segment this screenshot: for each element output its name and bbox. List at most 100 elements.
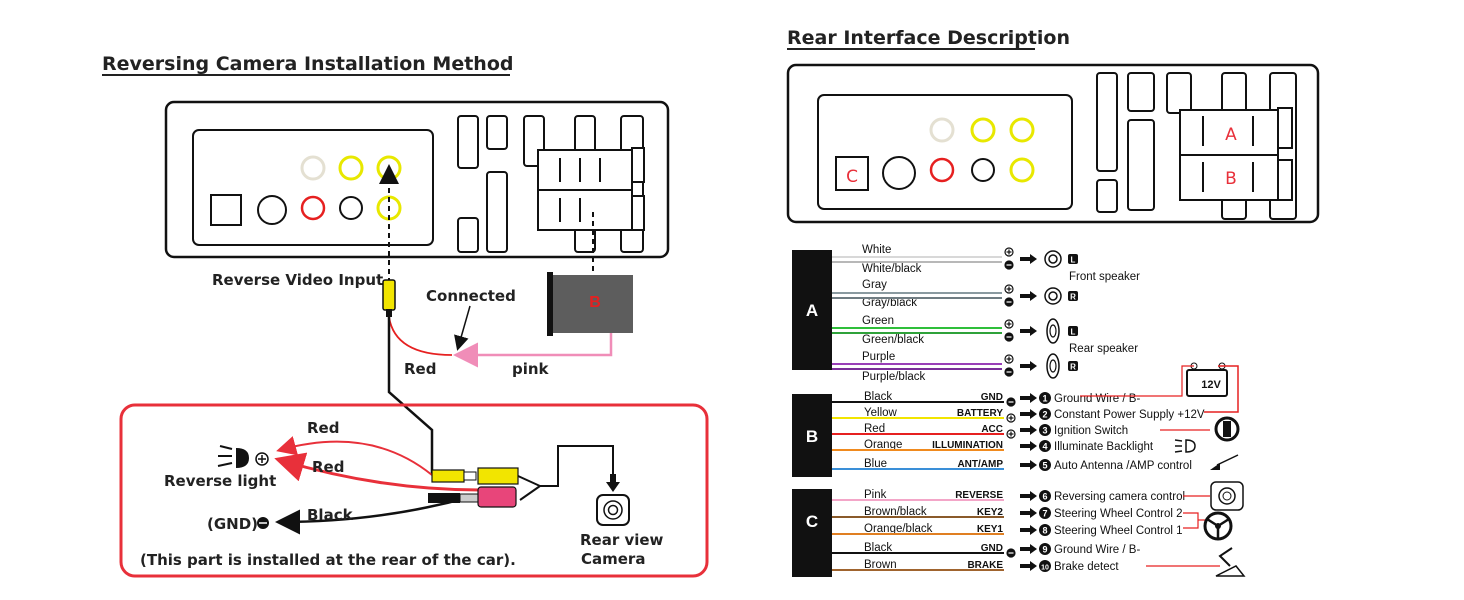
arrow-icon-a-0 <box>1020 254 1037 264</box>
speaker-mark-2: L <box>1071 328 1076 337</box>
function-b-4: Auto Antenna /AMP control <box>1054 460 1192 472</box>
number-c-0: 6 <box>1042 492 1047 502</box>
red-wire-label: Red <box>404 360 436 378</box>
wire-b-tag-1: BATTERY <box>957 408 1003 419</box>
group-a-block <box>792 250 832 370</box>
arrow-icon-c-1 <box>1020 508 1037 518</box>
panel-a-label: A <box>1225 125 1237 145</box>
wire-b-label-3: Orange <box>864 439 902 451</box>
group-c-block <box>792 489 832 577</box>
wire-c-tag-1: KEY2 <box>977 507 1004 518</box>
wire-a-label-7: Purple/black <box>862 371 926 383</box>
number-b-2: 3 <box>1042 426 1047 436</box>
speaker-inner-icon-a-1 <box>1048 291 1058 301</box>
connected-label: Connected <box>426 287 516 305</box>
wire-b-label-0: Black <box>864 391 892 403</box>
arrow-icon-b-3 <box>1020 441 1037 451</box>
number-badge-c-0 <box>1039 490 1051 502</box>
rca-plug-icon <box>382 279 396 317</box>
wire-a-label-3: Gray/black <box>862 297 917 309</box>
right-title: Rear Interface Description <box>787 27 1070 49</box>
number-c-2: 8 <box>1042 526 1047 536</box>
speaker-mark-box-0 <box>1068 254 1078 264</box>
group-c-label: C <box>806 512 818 531</box>
wire-b-label-4: Blue <box>864 458 887 470</box>
function-c-2: Steering Wheel Control 1 <box>1054 525 1182 537</box>
function-b-3: Illuminate Backlight <box>1054 441 1154 453</box>
reverse-light-label: Reverse light <box>164 472 276 490</box>
reverse-video-input-label: Reverse Video Input <box>212 271 383 289</box>
wire-c-label-3: Black <box>864 542 892 554</box>
number-c-1: 7 <box>1042 509 1047 519</box>
number-badge-b-0 <box>1039 392 1051 404</box>
wire-a-label-1: White/black <box>862 263 922 275</box>
wire-a-label-4: Green <box>862 315 894 327</box>
swc-link <box>1183 512 1199 529</box>
speaker-mark-0: L <box>1071 256 1076 265</box>
arrow-icon-a-1 <box>1020 291 1037 301</box>
speaker-mark-3: R <box>1070 363 1076 372</box>
wire-a-label-0: White <box>862 244 891 256</box>
group-a-label: A <box>806 301 818 320</box>
red-label-1: Red <box>307 419 339 437</box>
rear-view-camera-icon <box>596 494 630 526</box>
wire-b-label-2: Red <box>864 423 885 435</box>
brake-pedal-icon <box>1215 547 1246 577</box>
number-b-3: 4 <box>1042 442 1047 452</box>
arrow-icon-b-0 <box>1020 393 1037 403</box>
speaker-inner-icon-a-0 <box>1048 254 1058 264</box>
rear-view-label-1: Rear view <box>580 531 664 549</box>
number-badge-b-4 <box>1039 459 1051 471</box>
wire-a-label-2: Gray <box>862 279 887 291</box>
red-label-2: Red <box>312 458 344 476</box>
function-b-0: Ground Wire / B- <box>1054 393 1140 405</box>
arrow-icon-c-2 <box>1020 525 1037 535</box>
number-c-3: 9 <box>1042 545 1047 555</box>
wire-b-label-1: Yellow <box>864 407 898 419</box>
arrow-icon-b-4 <box>1020 460 1037 470</box>
number-badge-c-4 <box>1039 560 1051 572</box>
group-b-block <box>792 394 832 477</box>
number-badge-b-3 <box>1039 440 1051 452</box>
speaker-mark-box-1 <box>1068 291 1078 301</box>
wire-c-label-4: Brown <box>864 559 897 571</box>
battery-label: 12V <box>1201 379 1221 391</box>
arrow-icon-b-2 <box>1020 425 1037 435</box>
number-badge-c-2 <box>1039 524 1051 536</box>
right-head-unit-panel: C A B <box>786 63 1320 224</box>
wire-c-label-1: Brown/black <box>864 506 927 518</box>
wire-b-tag-4: ANT/AMP <box>957 459 1003 470</box>
pink-wire-label: pink <box>512 360 550 378</box>
group-b-label: B <box>806 427 818 446</box>
number-b-0: 1 <box>1042 394 1047 404</box>
arrow-icon-c-0 <box>1020 491 1037 501</box>
speaker-inner-icon-a-3 <box>1049 359 1057 373</box>
panel-c-label: C <box>846 167 858 187</box>
ignition-key-icon <box>1214 416 1240 442</box>
speaker-mark-box-2 <box>1068 326 1078 336</box>
function-c-1: Steering Wheel Control 2 <box>1054 508 1182 520</box>
arrow-icon-b-1 <box>1020 409 1037 419</box>
camera-small-icon <box>1210 481 1244 511</box>
function-c-0: Reversing camera control <box>1054 491 1185 503</box>
arrow-icon-c-3 <box>1020 544 1037 554</box>
connector-b-label: B <box>589 294 601 311</box>
rear-install-box <box>119 403 709 578</box>
function-c-3: Ground Wire / B- <box>1054 544 1140 556</box>
wire-b-tag-0: GND <box>981 392 1003 403</box>
wire-a-label-6: Purple <box>862 351 895 363</box>
steering-wheel-icon <box>1203 511 1233 541</box>
number-badge-c-1 <box>1039 507 1051 519</box>
wire-c-tag-3: GND <box>981 543 1003 554</box>
function-c-4: Brake detect <box>1054 561 1119 573</box>
number-b-4: 5 <box>1042 461 1047 471</box>
arrow-icon-c-4 <box>1020 561 1037 571</box>
rear-view-label-2: Camera <box>581 550 645 568</box>
number-badge-c-3 <box>1039 543 1051 555</box>
wire-list: WhiteWhite/blackGrayGray/blackGreenGreen… <box>832 244 1220 573</box>
antenna-icon <box>1210 454 1239 470</box>
battery-icon: 12V <box>1186 362 1228 397</box>
rear-install-note: (This part is installed at the rear of t… <box>140 551 516 569</box>
headlight-icon <box>1174 439 1196 453</box>
